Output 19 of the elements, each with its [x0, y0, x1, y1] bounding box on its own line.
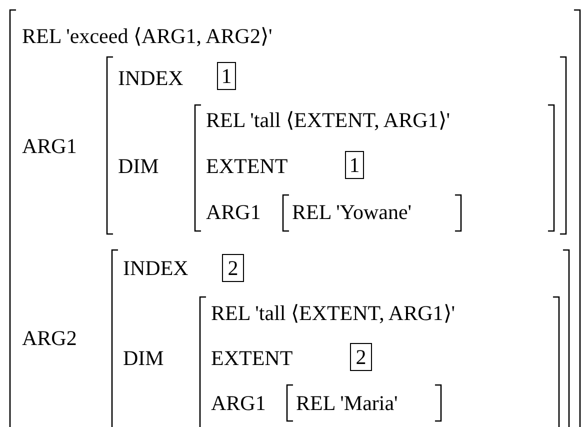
feature-label: INDEX — [123, 256, 188, 280]
feature-label: EXTENT — [211, 346, 293, 370]
feature-value: REL 'Yowane' — [292, 200, 412, 224]
feature-value: REL 'Maria' — [296, 391, 398, 415]
feature-label: ARG1 — [211, 391, 266, 415]
coindex-tag: 1 — [217, 62, 236, 90]
coindex-tag: 2 — [222, 254, 244, 282]
feature-value: REL 'tall ⟨EXTENT, ARG1⟩' — [206, 108, 450, 132]
feature-label: ARG1 — [22, 134, 77, 158]
feature-label: INDEX — [118, 66, 184, 90]
coindex-tag: 2 — [350, 343, 372, 371]
feature-label: DIM — [118, 154, 159, 178]
coindex-tag: 1 — [345, 151, 364, 179]
feature-label: EXTENT — [206, 154, 288, 178]
feature-value: REL 'tall ⟨EXTENT, ARG1⟩' — [211, 301, 456, 325]
feature-label: DIM — [123, 346, 164, 370]
feature-label: ARG1 — [206, 200, 261, 224]
feature-label: ARG2 — [22, 326, 77, 350]
feature-label: REL 'exceed ⟨ARG1, ARG2⟩' — [22, 24, 272, 48]
